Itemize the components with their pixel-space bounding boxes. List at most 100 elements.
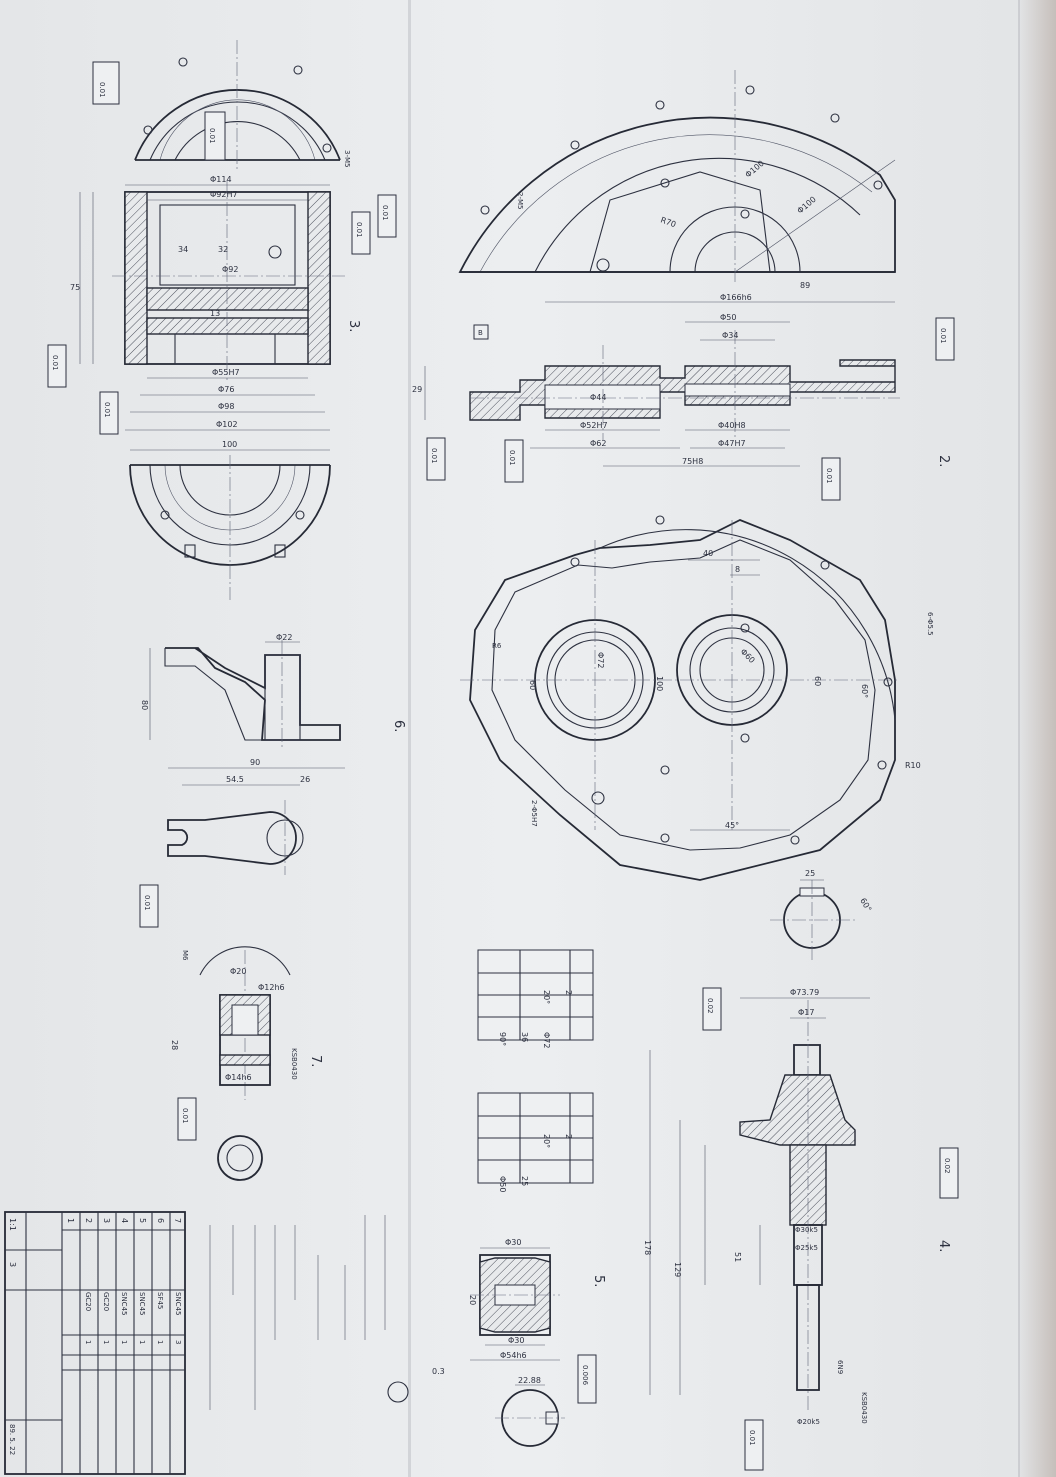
callout-2m5: 2-M5 (516, 192, 524, 209)
tolerance-value: 0.01 (208, 128, 216, 144)
tb-qty: 1 (102, 1340, 110, 1344)
dim-l40: 40 (703, 549, 713, 558)
dim-l2288: 22.88 (518, 1376, 541, 1385)
gdt-frame-shaft-3 (744, 1419, 764, 1471)
gdt-frames-right: 0.01 0.01 0.01 0.01 B (426, 317, 955, 501)
part-2-views (424, 70, 900, 467)
tb-no: 3 (102, 1218, 111, 1223)
dim-d54h6: Φ54h6 (500, 1351, 527, 1360)
tb-material: GC20 (84, 1292, 92, 1311)
tb-material: SNC45 (174, 1292, 182, 1315)
table-cell: 20° (542, 990, 551, 1004)
tb-qty: 1 (84, 1340, 92, 1344)
gear-table-2: Φ50 25 20° 2 (477, 1092, 594, 1192)
dim-l129: 129 (673, 1262, 682, 1277)
tolerance-value: 0.01 (381, 205, 389, 221)
dim-l25: 25 (805, 869, 815, 878)
dim-l03: 0.3 (432, 1367, 445, 1376)
callout-3m5: 3-M5 (343, 150, 351, 167)
tolerance-value: 0.01 (508, 450, 516, 466)
dim-d98: Φ98 (218, 402, 234, 411)
dim-d44: Φ44 (590, 393, 606, 402)
table-cell: 25 (520, 1176, 529, 1186)
tolerance-value: 0.01 (103, 402, 111, 418)
dim-d50: Φ50 (720, 313, 736, 322)
tb-qty: 3 (174, 1340, 182, 1344)
dim-d62: Φ62 (590, 439, 606, 448)
dim-d17: Φ17 (798, 1008, 814, 1017)
dim-a60: 60° (860, 684, 869, 698)
dim-d92h7: Φ92H7 (210, 190, 238, 199)
dim-d76: Φ76 (218, 385, 234, 394)
part-2-title: 2. (936, 455, 951, 519)
tb-material: GC20 (102, 1292, 110, 1311)
gdt-frame-bushing (177, 1097, 197, 1141)
dim-l32: 32 (218, 245, 228, 254)
fold-line (408, 0, 411, 1477)
dim-l28: 28 (170, 1040, 179, 1050)
dim-l90: 90 (250, 758, 260, 767)
part-6-title: 6. (391, 720, 406, 784)
dim-l13: 13 (210, 309, 220, 318)
table-cell: 2 (564, 1134, 573, 1139)
dim-d55h7: Φ55H7 (212, 368, 240, 377)
part-7-bushing-views (199, 946, 291, 1181)
table-cell: 36 (520, 1032, 529, 1042)
tb-no: 7 (173, 1218, 182, 1223)
part-4-title: 4. (936, 1240, 951, 1304)
tolerance-value: 0.006 (581, 1365, 589, 1386)
dim-l75: 75 (70, 283, 80, 292)
callout-6d55: 6-Φ5.5 (926, 612, 934, 636)
callout-6n9: 6N9 (836, 1360, 844, 1374)
notes-block (209, 1215, 386, 1410)
table-cell: 20° (542, 1134, 551, 1148)
table-cell: Φ50 (498, 1176, 507, 1192)
dim-d92: Φ92 (222, 265, 238, 274)
tolerance-value: 0.02 (706, 998, 714, 1014)
tolerance-value: 0.01 (98, 82, 106, 98)
sheet-edge (1018, 0, 1056, 1477)
part-1-views (79, 40, 345, 600)
tb-material: SNC45 (120, 1292, 128, 1315)
title-block (4, 1211, 186, 1475)
dim-r10: R10 (905, 761, 921, 770)
tolerance-value: 0.01 (825, 468, 833, 484)
part-5-gear-views (387, 1247, 565, 1447)
tb-no: 5 (138, 1218, 147, 1223)
table-cell: 90° (498, 1032, 507, 1046)
tb-no: 1 (66, 1218, 75, 1223)
gdt-frame-fork (139, 884, 159, 928)
tb-no: 4 (120, 1218, 129, 1223)
tolerance-value: 0.01 (143, 895, 151, 911)
dim-l29: 29 (412, 385, 422, 394)
part-3-plate-view (460, 515, 900, 881)
dim-l22: Φ22 (276, 633, 292, 642)
dim-r6: R6 (492, 642, 502, 650)
dim-l60: 60 (528, 680, 537, 690)
dim-d25k5: Φ25k5 (795, 1244, 818, 1252)
dim-l100: 100 (222, 440, 237, 449)
dim-l60b: 60 (813, 676, 822, 686)
dim-l100b: 100 (655, 676, 664, 691)
dim-l20: 20 (468, 1295, 477, 1305)
tb-qty: 1 (120, 1340, 128, 1344)
dim-d114: Φ114 (210, 175, 232, 184)
tolerance-value: 0.01 (748, 1430, 756, 1446)
dim-d60: Φ60 (739, 647, 757, 665)
dim-l178: 178 (643, 1240, 652, 1255)
dim-l89: 89 (800, 281, 810, 290)
dim-d14h6: Φ14h6 (225, 1073, 252, 1082)
dim-l75h8: 75H8 (682, 457, 703, 466)
dim-l34: 34 (178, 245, 188, 254)
dim-l80: 80 (140, 700, 149, 710)
callout-m6: M6 (181, 950, 189, 961)
dim-l51: 51 (733, 1252, 742, 1262)
tolerance-value: 0.01 (355, 222, 363, 238)
gear-table-1: 90° 36 Φ72 20° 2 (477, 949, 594, 1048)
tolerance-value: 0.01 (51, 355, 59, 371)
callout-2d5h7: 2-Φ5H7 (530, 800, 538, 827)
tb-no: 6 (156, 1218, 165, 1223)
tb-material: SF45 (156, 1292, 164, 1309)
table-cell: 2 (564, 990, 573, 995)
dim-d72: Φ72 (596, 652, 605, 668)
